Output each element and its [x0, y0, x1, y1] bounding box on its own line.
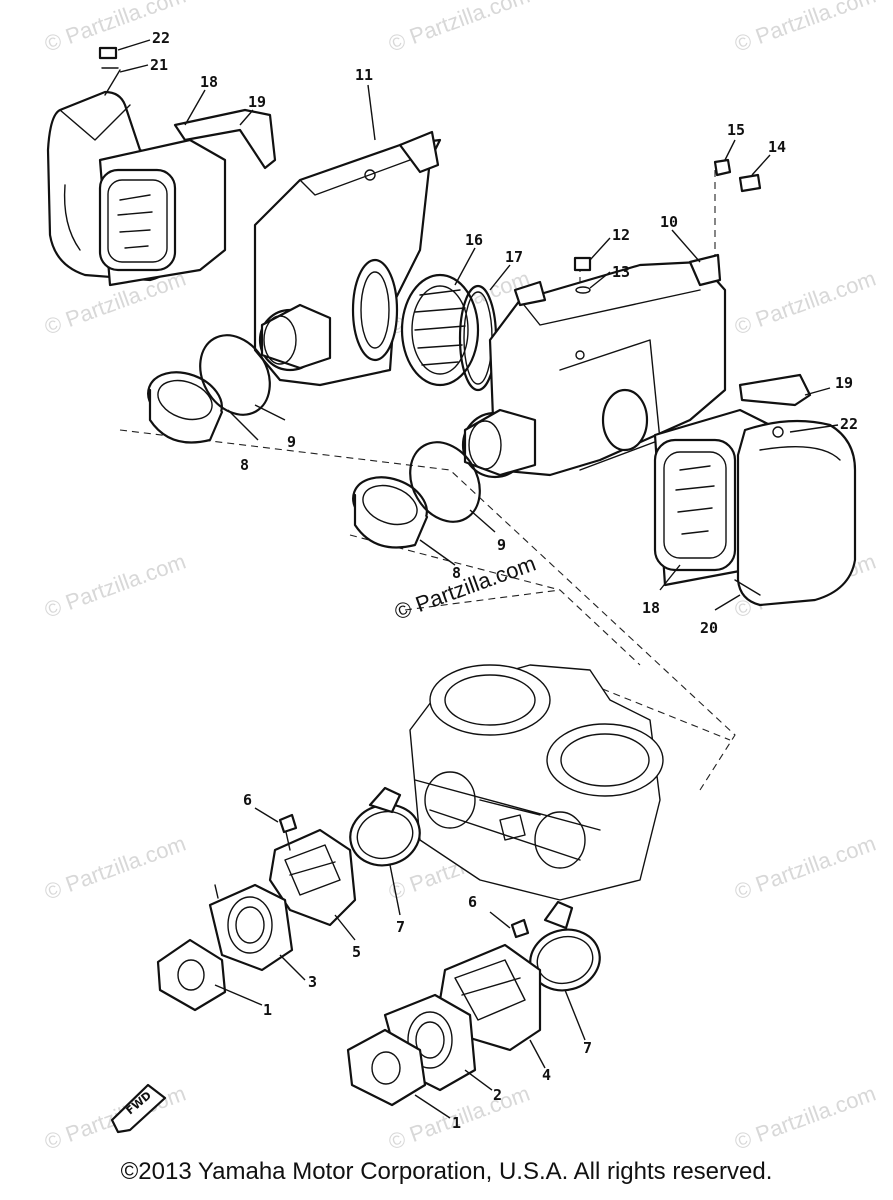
callout-7: 7 [396, 918, 405, 936]
callout-8: 8 [240, 456, 249, 474]
callout-4: 4 [542, 1066, 551, 1084]
bolts-6 [278, 813, 530, 939]
carburetors [409, 664, 664, 901]
callout-11: 11 [355, 66, 373, 84]
assembly-guide-lines [119, 170, 736, 791]
callout-21: 21 [150, 56, 168, 74]
watermark: © Partzilla.com [41, 831, 189, 905]
gasket-lower [346, 1028, 427, 1107]
callout-17: 17 [505, 248, 523, 266]
callout-19: 19 [835, 374, 853, 392]
watermark: © Partzilla.com [731, 0, 879, 57]
callout-10: 10 [660, 213, 678, 231]
watermark: © Partzilla.com [41, 549, 189, 623]
callout-14: 14 [768, 138, 786, 156]
watermark: © Partzilla.com [731, 1081, 879, 1155]
callout-1: 1 [452, 1114, 461, 1132]
funnel-right [352, 441, 481, 549]
manifold-upper [208, 883, 294, 972]
callout-6: 6 [243, 791, 252, 809]
screws-upper [573, 158, 762, 294]
callout-9: 9 [497, 536, 506, 554]
funnel-left [147, 334, 271, 444]
callout-15: 15 [727, 121, 745, 139]
callout-16: 16 [465, 231, 483, 249]
copyright-notice: ©2013 Yamaha Motor Corporation, U.S.A. A… [120, 1158, 773, 1185]
air-cleaner-cover-right [653, 373, 857, 607]
callout-20: 20 [700, 619, 718, 637]
watermark: © Partzilla.com [731, 831, 879, 905]
air-cleaner-cover-left [46, 46, 277, 287]
clamp-upper [349, 786, 421, 867]
clamp-lower [529, 900, 601, 992]
air-cleaner-case [253, 130, 442, 387]
callout-3: 3 [308, 973, 317, 991]
callout-22: 22 [840, 415, 858, 433]
callout-13: 13 [612, 263, 630, 281]
air-cleaner-case-right [461, 253, 727, 479]
callout-9: 9 [287, 433, 296, 451]
callout-5: 5 [352, 943, 361, 961]
leader-lines [117, 39, 839, 1119]
callouts: 22 21 18 19 11 15 14 16 17 12 13 10 19 2… [150, 29, 858, 1132]
callout-7: 7 [583, 1039, 592, 1057]
callout-19: 19 [248, 93, 266, 111]
callout-6: 6 [468, 893, 477, 911]
callout-18: 18 [200, 73, 218, 91]
callout-8: 8 [452, 564, 461, 582]
callout-18: 18 [642, 599, 660, 617]
watermark: © Partzilla.com [731, 266, 879, 340]
center-watermark: © Partzilla.com [391, 551, 539, 625]
callout-22: 22 [152, 29, 170, 47]
callout-1: 1 [263, 1001, 272, 1019]
callout-2: 2 [493, 1086, 502, 1104]
watermark: © Partzilla.com [385, 0, 533, 57]
gasket-upper [156, 938, 227, 1012]
callout-12: 12 [612, 226, 630, 244]
joint-upper [268, 828, 357, 927]
